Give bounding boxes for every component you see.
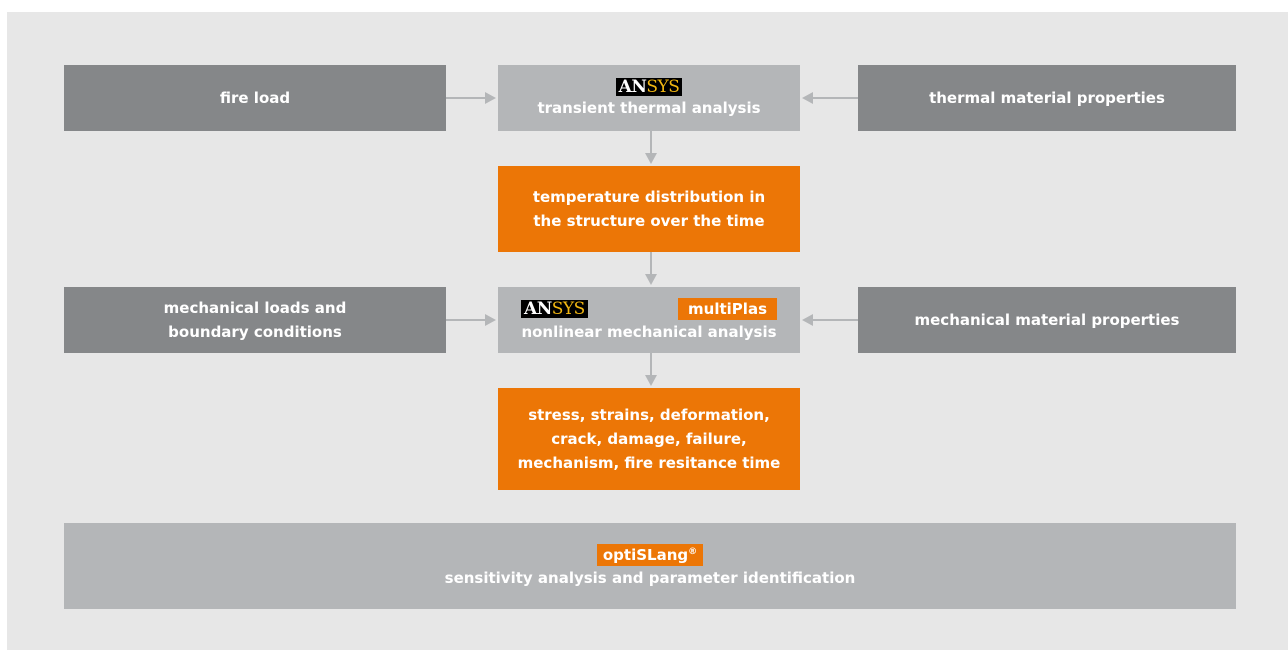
mechanical-loads-box: mechanical loads and boundary conditions	[64, 287, 446, 353]
multiplas-logo: multiPlas	[678, 298, 777, 320]
arrow-thermal-props-to-thermal-head	[802, 92, 813, 104]
ansys-logo: ANSYS	[521, 300, 588, 318]
arrow-mechanical-to-result-head	[645, 375, 657, 386]
mechanical-material-properties-box: mechanical material properties	[858, 287, 1236, 353]
mechanical-logos-row: ANSYS multiPlas	[521, 298, 777, 320]
mechanical-analysis-label: nonlinear mechanical analysis	[521, 323, 777, 341]
optislang-label: sensitivity analysis and parameter ident…	[444, 569, 856, 587]
final-result-label: stress, strains, deformation, crack, dam…	[517, 406, 781, 472]
thermal-material-properties-label: thermal material properties	[929, 89, 1165, 107]
fire-load-label: fire load	[219, 89, 291, 107]
fire-load-box: fire load	[64, 65, 446, 131]
thermal-material-properties-box: thermal material properties	[858, 65, 1236, 131]
arrow-fire-load-to-thermal-head	[485, 92, 496, 104]
mechanical-material-properties-label: mechanical material properties	[914, 311, 1180, 329]
thermal-analysis-box: ANSYS transient thermal analysis	[498, 65, 800, 131]
mechanical-analysis-box: ANSYS multiPlas nonlinear mechanical ana…	[498, 287, 800, 353]
arrow-temperature-to-mechanical-head	[645, 274, 657, 285]
arrow-thermal-to-temperature-head	[645, 153, 657, 164]
optislang-logo: optiSLang®	[596, 544, 704, 566]
thermal-analysis-label: transient thermal analysis	[537, 99, 761, 117]
temperature-distribution-label: temperature distribution in the structur…	[532, 188, 766, 230]
temperature-distribution-box: temperature distribution in the structur…	[498, 166, 800, 252]
arrow-mech-loads-to-mechanical-head	[485, 314, 496, 326]
optislang-box: optiSLang® sensitivity analysis and para…	[64, 523, 1236, 609]
arrow-mech-props-to-mechanical-head	[802, 314, 813, 326]
ansys-logo: ANSYS	[615, 78, 683, 96]
mechanical-loads-label: mechanical loads and boundary conditions	[163, 299, 347, 341]
final-result-box: stress, strains, deformation, crack, dam…	[498, 388, 800, 490]
